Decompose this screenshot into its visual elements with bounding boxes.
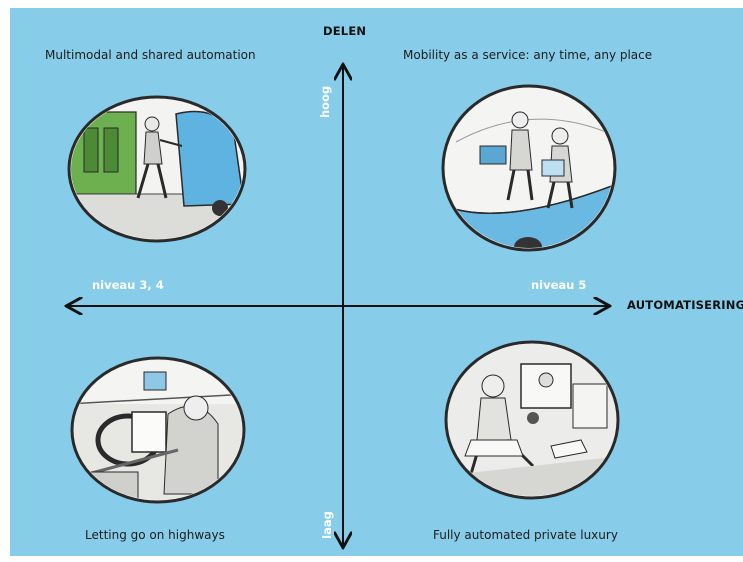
vertical-axis-title: DELEN <box>323 24 367 38</box>
vignette-mobility-service <box>441 84 617 252</box>
vignette-private-luxury <box>444 340 620 500</box>
quadrant-bottom-right-label: Fully automated private luxury <box>433 528 618 542</box>
vignette-highway <box>70 356 246 504</box>
axes <box>10 8 743 556</box>
scenario-diagram: DELEN AUTOMATISERING niveau 3, 4 niveau … <box>10 8 743 556</box>
vertical-high-label: hoog <box>318 85 332 118</box>
level-right-label: niveau 5 <box>531 278 587 292</box>
horizontal-axis-title: AUTOMATISERING <box>627 298 743 312</box>
vertical-low-label: laag <box>320 511 334 539</box>
vignette-shared-automation <box>67 95 247 243</box>
quadrant-top-left-label: Multimodal and shared automation <box>45 48 256 62</box>
quadrant-top-right-label: Mobility as a service: any time, any pla… <box>403 48 653 62</box>
quadrant-bottom-left-label: Letting go on highways <box>85 528 225 542</box>
level-left-label: niveau 3, 4 <box>92 278 164 292</box>
